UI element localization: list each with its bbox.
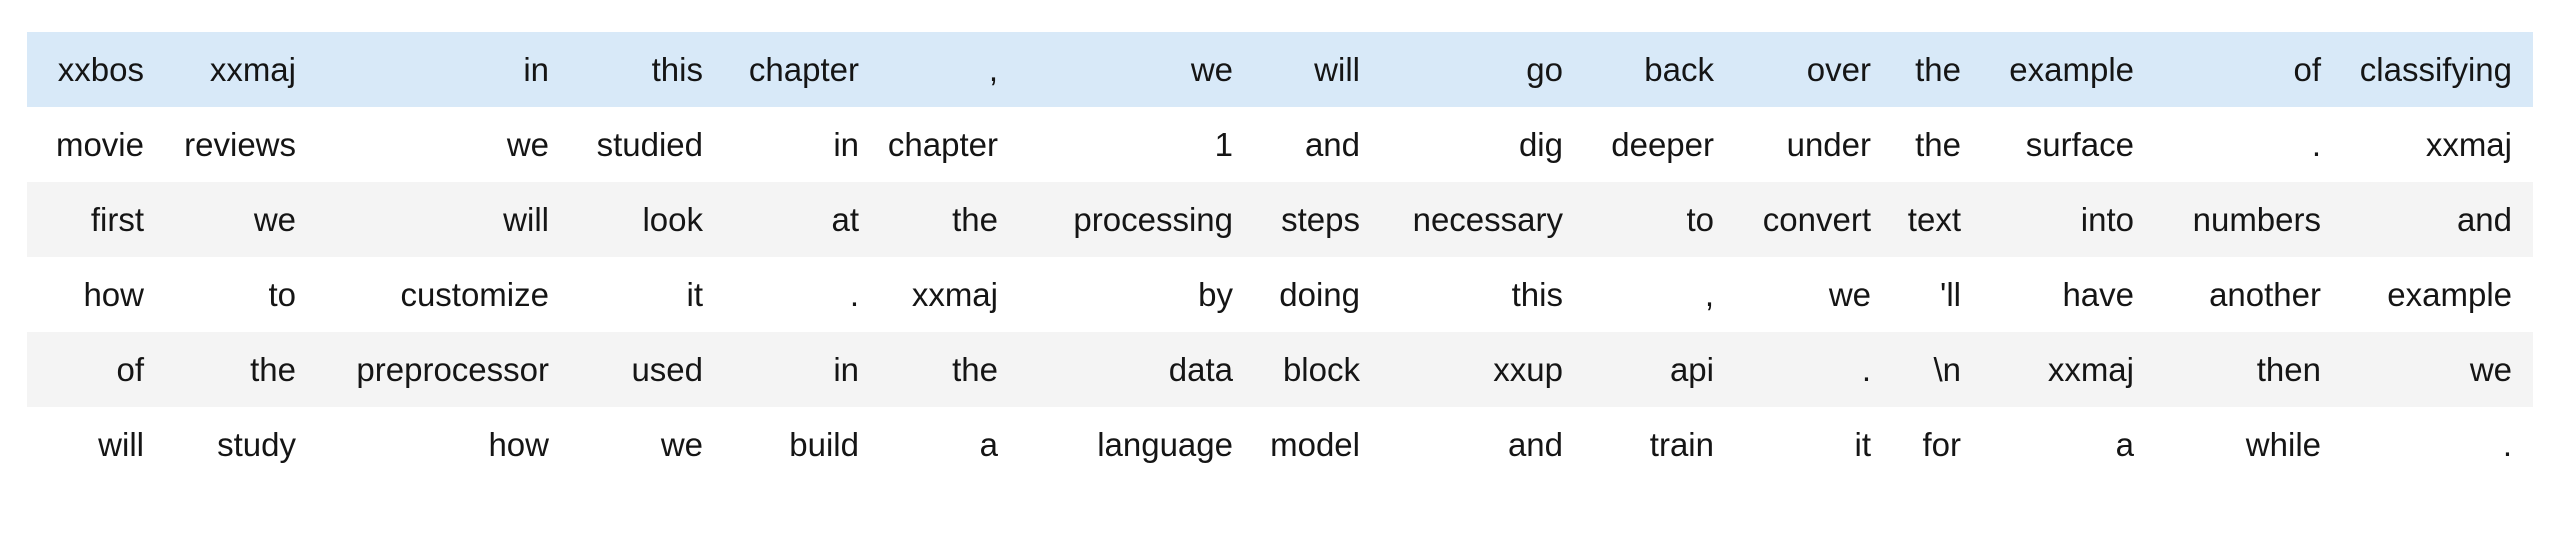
token-cell: convert [1735, 182, 1892, 257]
token-cell: . [1735, 332, 1892, 407]
token-cell: we [2342, 332, 2533, 407]
token-cell: surface [2025, 126, 2134, 163]
token-cell: build [789, 426, 859, 463]
token-cell: the [1892, 32, 1982, 107]
token-cell: to [268, 276, 296, 313]
token-cell: will [317, 182, 570, 257]
token-cell: back [1584, 32, 1735, 107]
token-cell: to [1584, 182, 1735, 257]
token-cell: and [2342, 182, 2533, 257]
token-cell: train [1649, 426, 1714, 463]
token-cell: reviews [184, 126, 296, 163]
token-cell: under [1786, 126, 1871, 163]
token-cell: chapter [724, 32, 880, 107]
token-cell: in [317, 32, 570, 107]
table-row: movie reviews we studied in chapter 1 and dig dee… [27, 107, 2533, 182]
token-cell: how [488, 426, 549, 463]
token-cell: example [2387, 276, 2512, 313]
token-cell: xxmaj [911, 276, 998, 313]
token-cell: data [1019, 332, 1254, 407]
token-cell: steps [1254, 182, 1381, 257]
token-cell: . [2311, 126, 2321, 163]
token-cell: api [1584, 332, 1735, 407]
token-cell: we [506, 126, 549, 163]
token-cell: the [165, 332, 317, 407]
token-cell: deeper [1611, 126, 1714, 163]
token-cell: xxbos [27, 32, 165, 107]
token-cell: dig [1518, 126, 1563, 163]
token-cell: study [217, 426, 296, 463]
token-cell: will [1254, 32, 1381, 107]
token-cell: customize [400, 276, 549, 313]
token-cell: a [979, 426, 998, 463]
token-cell: necessary [1381, 182, 1584, 257]
token-cell: model [1270, 426, 1360, 463]
token-cell: into [1982, 182, 2155, 257]
token-cell: 'll [1940, 276, 1961, 313]
token-cell: xxmaj [165, 32, 317, 107]
token-cell: first [27, 182, 165, 257]
token-cell: , [880, 32, 1019, 107]
token-cell: . [2502, 426, 2512, 463]
token-cell: the [880, 182, 1019, 257]
token-cell: classifying [2342, 32, 2533, 107]
token-cell: chapter [887, 126, 998, 163]
token-cell: look [570, 182, 724, 257]
token-cell: block [1254, 332, 1381, 407]
token-cell: language [1097, 426, 1233, 463]
token-cell: go [1381, 32, 1584, 107]
token-cell: xxup [1381, 332, 1584, 407]
token-cell: then [2155, 332, 2342, 407]
token-cell: this [570, 32, 724, 107]
token-cell: used [570, 332, 724, 407]
token-cell: doing [1279, 276, 1360, 313]
token-cell: how [83, 276, 144, 313]
token-cell: of [2155, 32, 2342, 107]
token-cell: it [1854, 426, 1872, 463]
token-cell: of [27, 332, 165, 407]
token-cell: it [686, 276, 704, 313]
token-cell: while [2245, 426, 2321, 463]
table-row: will study how we build a language model and trai… [27, 407, 2533, 482]
token-cell: xxmaj [1982, 332, 2155, 407]
token-cell: at [724, 182, 880, 257]
table-row: how to customize it. xxmaj by doing this, we 'll h… [27, 257, 2533, 332]
token-cell: \n [1892, 332, 1982, 407]
token-cell: text [1892, 182, 1982, 257]
token-cell: preprocessor [317, 332, 570, 407]
token-cell: this [1511, 276, 1563, 313]
token-cell: in [833, 126, 859, 163]
token-cell: will [98, 426, 144, 463]
token-cell: and [1507, 426, 1563, 463]
token-cell: for [1922, 426, 1961, 463]
token-cell: another [2209, 276, 2321, 313]
token-cell: and [1304, 126, 1360, 163]
token-cell: processing [1019, 182, 1254, 257]
token-cell: studied [596, 126, 703, 163]
token-cell: we [165, 182, 317, 257]
token-cell: 1 [1214, 126, 1233, 163]
token-cell: xxmaj [2425, 126, 2512, 163]
token-cell: by [1198, 276, 1233, 313]
token-cell: we [1828, 276, 1871, 313]
token-cell: have [2062, 276, 2134, 313]
token-cell: we [660, 426, 703, 463]
token-cell: numbers [2155, 182, 2342, 257]
token-cell: a [2115, 426, 2134, 463]
token-cell: we [1019, 32, 1254, 107]
token-cell: the [880, 332, 1019, 407]
token-cell: , [1704, 276, 1714, 313]
token-cell: the [1915, 126, 1961, 163]
token-cell: over [1735, 32, 1892, 107]
token-cell: in [724, 332, 880, 407]
token-cell: example [1982, 32, 2155, 107]
token-cell: . [849, 276, 859, 313]
token-cell: movie [55, 126, 144, 163]
